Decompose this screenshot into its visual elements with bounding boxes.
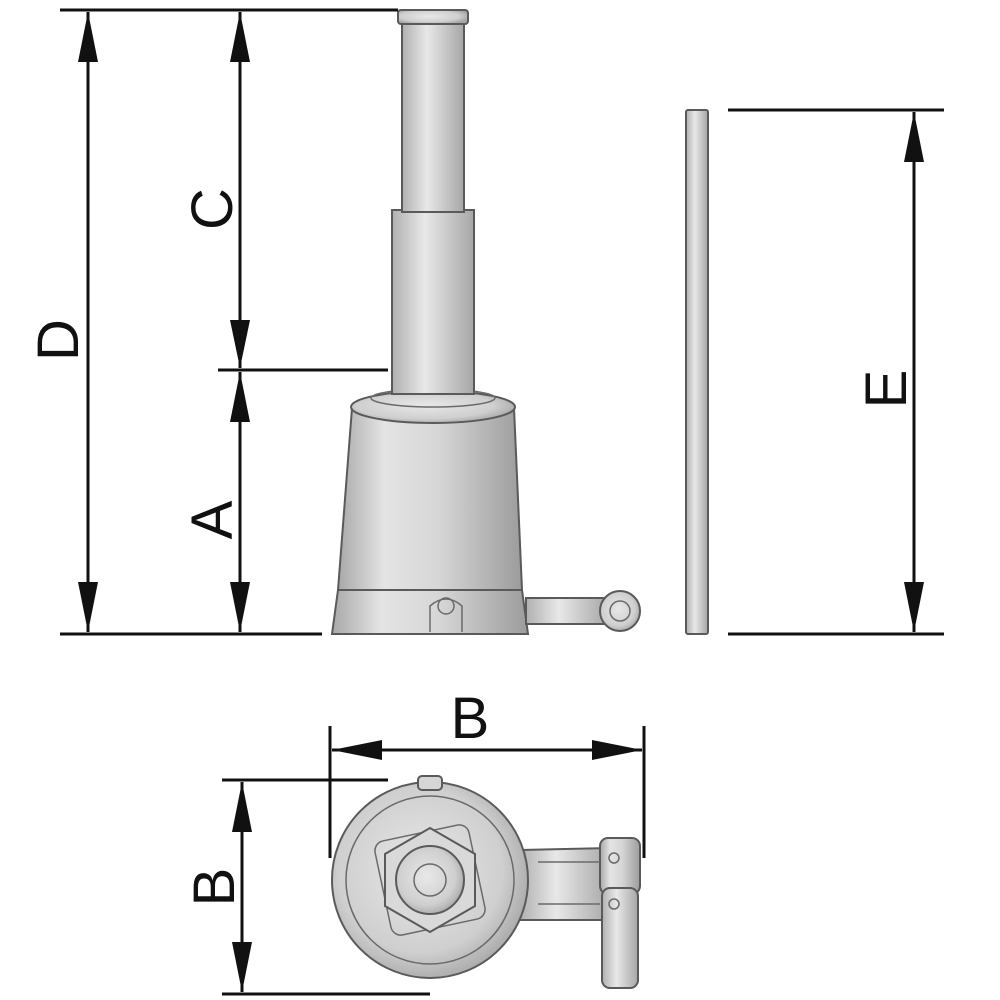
top-view-saddle	[395, 845, 465, 915]
top-view-pump-socket	[601, 887, 639, 989]
pump-socket-eye	[599, 590, 641, 632]
jack-cylinder	[336, 399, 524, 591]
bracket-bolt-1	[608, 852, 620, 864]
saddle	[397, 9, 469, 25]
dimension-b-horizontal: B	[328, 686, 646, 858]
dim-a-label: A	[180, 500, 245, 539]
pump-socket-hole	[609, 600, 631, 622]
bracket-bolt-2	[608, 898, 620, 910]
top-view-valve	[417, 775, 443, 791]
dim-a-arrow-top	[230, 372, 250, 422]
dimension-b-vertical: B	[182, 778, 430, 996]
top-view-body-ring	[345, 795, 515, 965]
pump-handle-rod	[685, 109, 709, 635]
top-view-pump-bracket	[599, 837, 641, 895]
release-valve	[429, 598, 463, 632]
dimension-a: A	[180, 372, 250, 632]
jack-top-view	[331, 775, 641, 989]
dim-b-v-arrow-top	[232, 782, 252, 832]
dim-b-h-arrow-right	[592, 740, 642, 760]
dim-c-arrow-bottom	[230, 320, 250, 368]
dim-b-v-arrow-bottom	[232, 942, 252, 992]
dim-c-label: C	[180, 188, 245, 230]
jack-side-view	[330, 9, 641, 635]
dim-d-arrow-bottom	[78, 582, 98, 632]
dimension-e: E	[728, 108, 944, 636]
dimension-d: D	[26, 8, 398, 636]
dim-c-arrow-top	[230, 12, 250, 62]
dim-d-arrow-top	[78, 12, 98, 62]
dimension-c: C	[180, 12, 388, 372]
dim-b-v-label: B	[182, 868, 247, 907]
pump-socket	[525, 597, 609, 625]
dim-e-label: E	[854, 370, 919, 409]
dim-e-arrow-top	[904, 112, 924, 162]
top-view-pump-arm	[519, 846, 611, 921]
ram-lower	[391, 209, 475, 395]
dim-d-label: D	[26, 319, 91, 361]
ram-upper	[401, 17, 465, 213]
pump-handle	[685, 109, 709, 635]
release-valve-head	[437, 597, 455, 615]
dim-b-h-label: B	[451, 686, 490, 751]
top-view-saddle-center	[413, 863, 447, 897]
dim-a-arrow-bottom	[230, 582, 250, 632]
dim-b-h-arrow-left	[332, 740, 382, 760]
dim-e-arrow-bottom	[904, 582, 924, 632]
